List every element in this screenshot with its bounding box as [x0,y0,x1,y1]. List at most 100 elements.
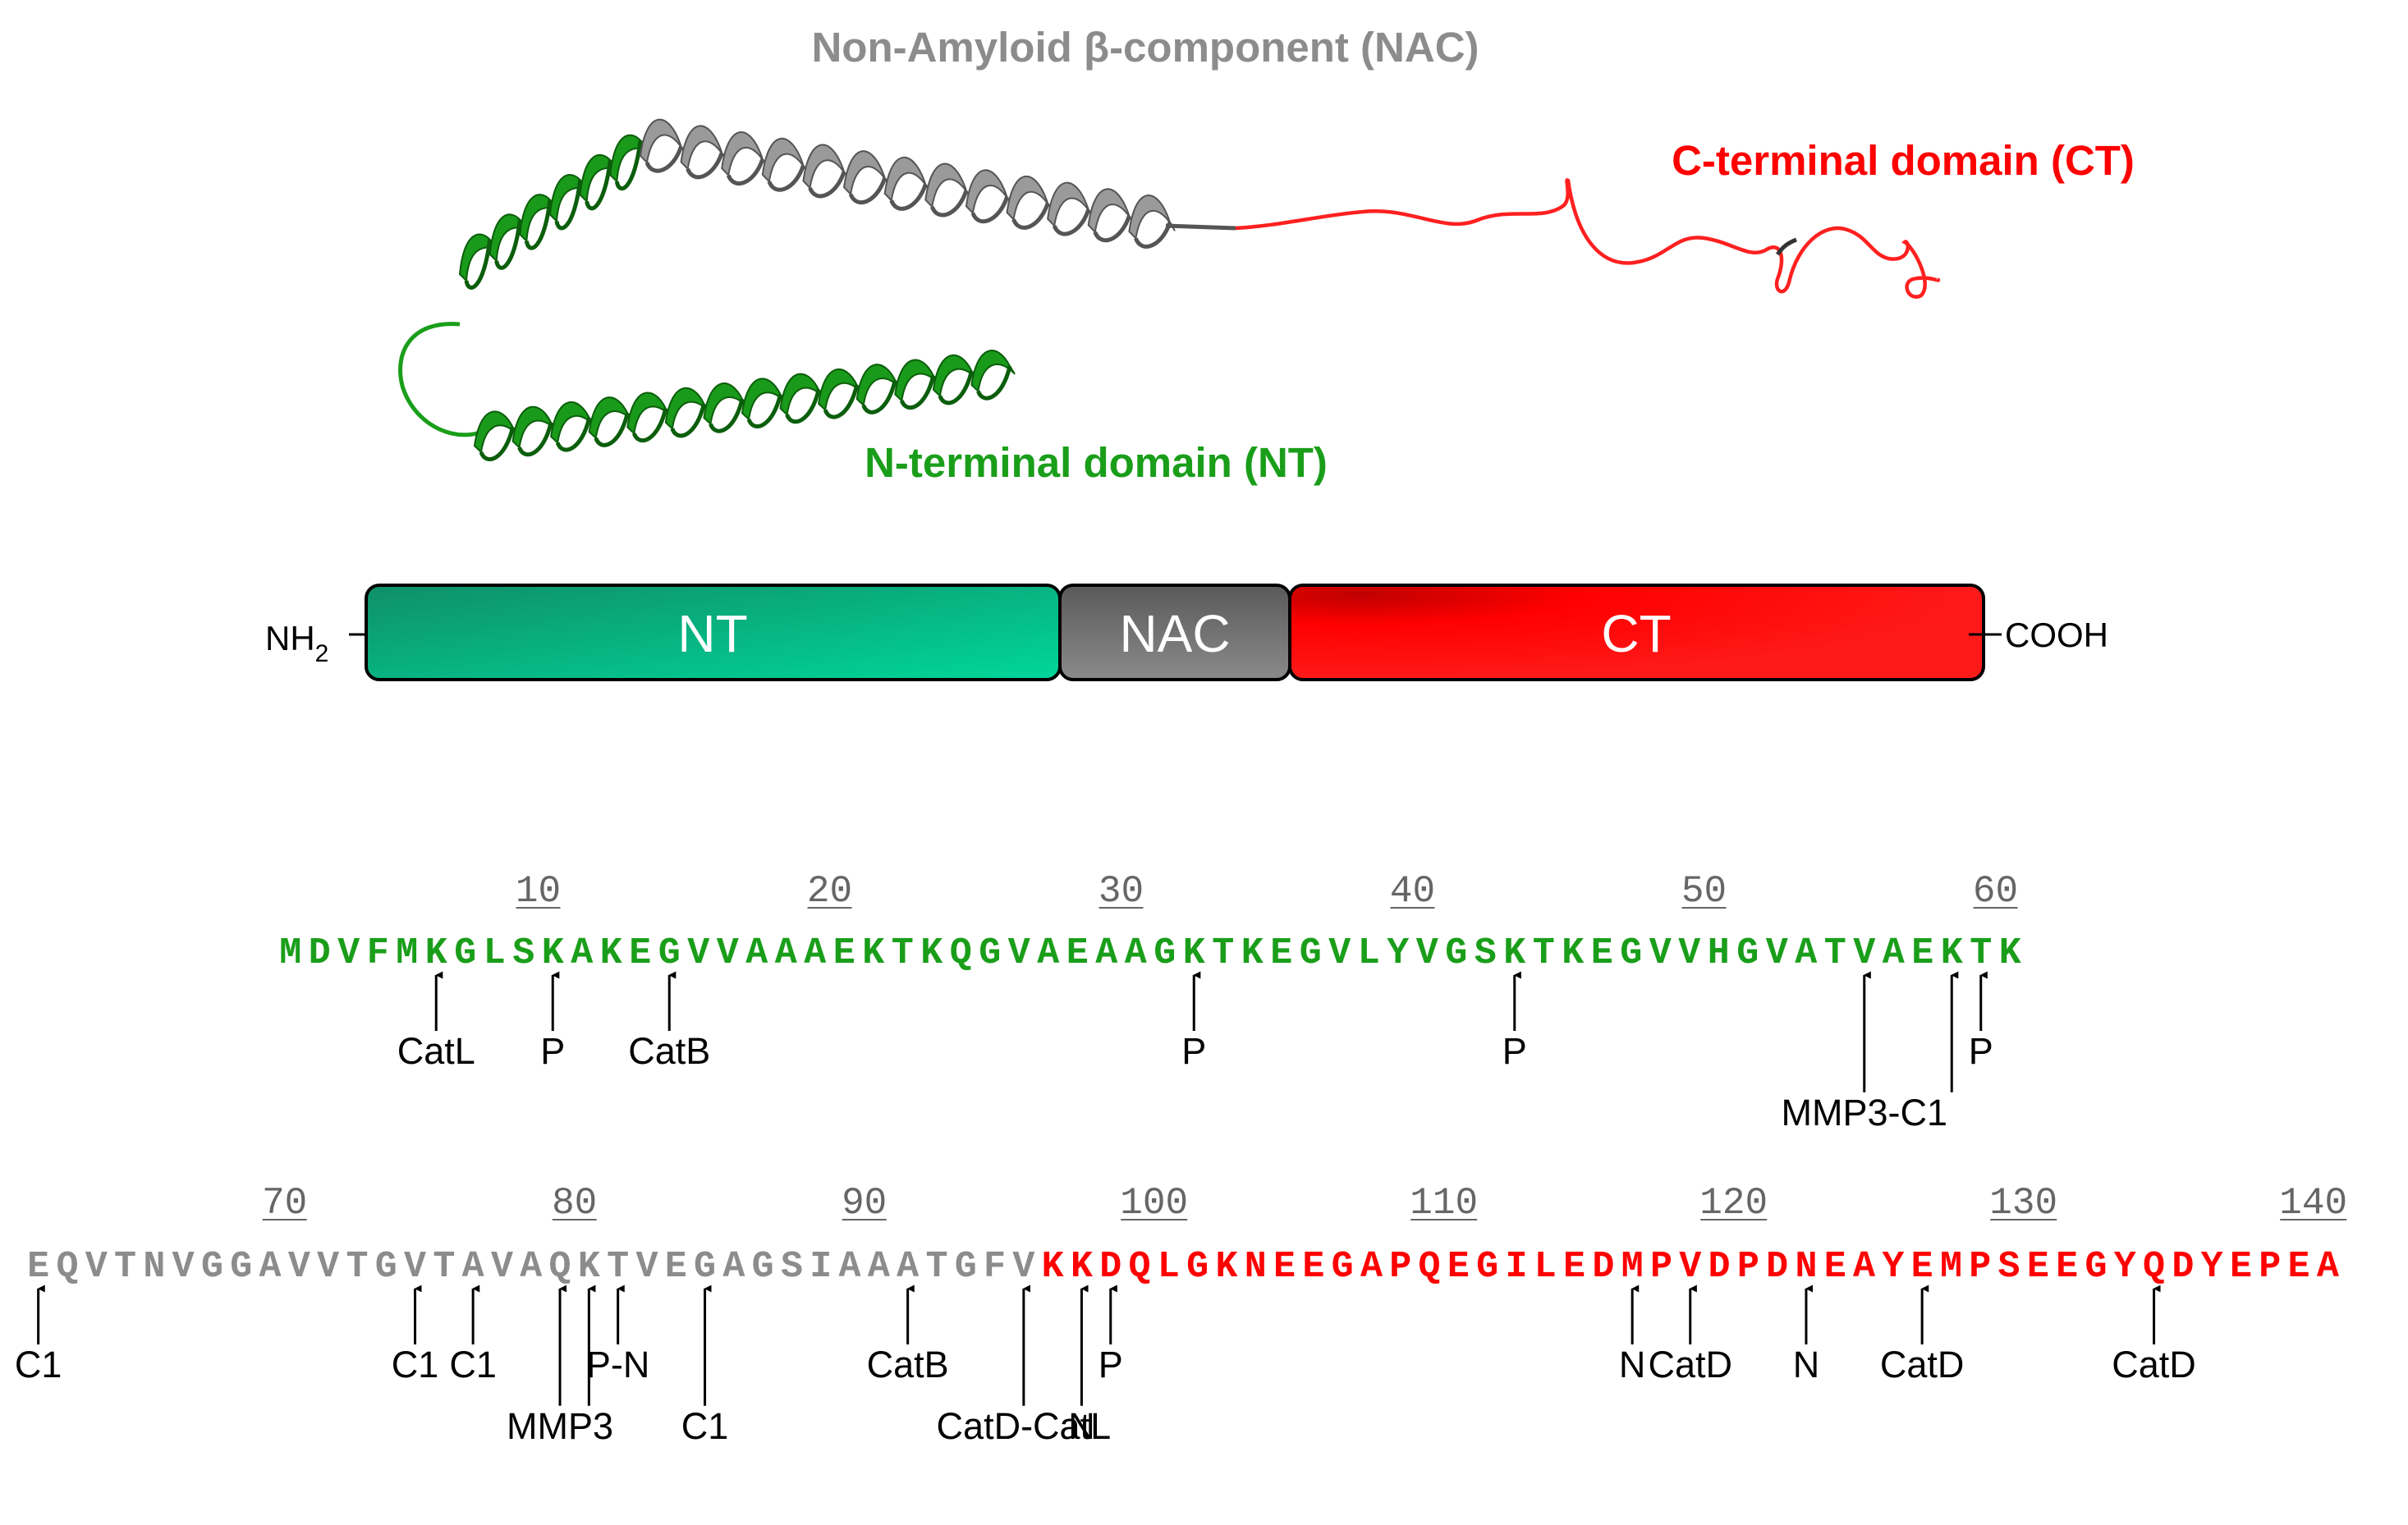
cleavage-label: C1 [449,1344,497,1385]
residue-letter: H [1708,932,1730,974]
residue-letter: T [114,1246,136,1288]
cleavage-label: MMP3-C1 [1781,1092,1947,1133]
residue-letter: V [1853,932,1875,974]
residue-letter: G [1332,1246,1354,1288]
residue-letter: D [1099,1246,1121,1288]
nac-domain-label: Non-Amyloid β-component (NAC) [811,24,1479,71]
residue-letter: T [607,1246,629,1288]
cleavage-label: N [1068,1405,1095,1447]
nac-segment-label: NAC [1119,604,1230,663]
helix-back-segment [555,417,592,452]
cleavage-label: P [1181,1030,1206,1072]
residue-letter: A [839,1246,861,1288]
helix-back-segment [524,199,553,250]
helix-back-segment [709,398,745,433]
cleavage-label: P [540,1030,565,1072]
residue-letter: G [1154,932,1176,974]
residue-letter: V [1012,1246,1034,1288]
residue-letter: D [1709,1246,1731,1288]
residue-letter: F [984,1246,1006,1288]
residue-letter: V [337,932,360,974]
residue-letter: A [259,1246,282,1288]
residue-letter: G [201,1246,223,1288]
residue-letter: G [1476,1246,1498,1288]
residue-letter: T [1824,932,1846,974]
helix-back-segment [848,177,888,205]
residue-letter: K [1071,1246,1093,1288]
residue-letter: E [1302,1246,1324,1288]
helix-back-segment [976,365,1012,401]
residue-letter: L [1358,932,1380,974]
residue-letter: V [1679,1246,1701,1288]
residue-letter: I [1505,1246,1527,1288]
residue-letter: E [1563,1246,1585,1288]
residue-letter: Y [1387,932,1409,974]
residue-letter: P [1389,1246,1411,1288]
residue-letter: Y [2201,1246,2223,1288]
nh2-terminus-label: NH2 [265,619,328,667]
helix-back-segment [785,389,821,424]
residue-letter: E [1591,932,1613,974]
residue-number: 130 [1989,1182,2057,1225]
cleavage-label: C1 [15,1344,62,1385]
residue-letter: V [404,1246,426,1288]
helix-back-segment [1093,215,1131,243]
residue-letter: D [1592,1246,1614,1288]
residue-letter: V [317,1246,339,1288]
residue-letter: T [346,1246,368,1288]
residue-letter: E [1447,1246,1470,1288]
residue-letter: V [172,1246,195,1288]
residue-number: 40 [1390,870,1435,913]
residue-number: 20 [807,870,852,913]
residue-letter: Q [1419,1246,1441,1288]
cleavage-label: C1 [681,1405,729,1447]
residue-letter: A [1037,932,1059,974]
residue-letter: V [635,1246,658,1288]
residue-number: 10 [516,870,561,913]
helix-back-segment [494,219,522,270]
residue-letter: D [1766,1246,1788,1288]
residue-letter: A [775,932,797,974]
residue-letter: M [279,932,301,974]
residue-letter: L [1534,1246,1557,1288]
helix-back-segment [861,379,897,414]
helix-back-segment [929,190,969,218]
nac-helix [639,118,1176,249]
ct-segment [1288,584,1985,681]
residue-letter: T [1970,932,1992,974]
residue-letter: E [2056,1246,2078,1288]
residue-letter: K [1999,932,2021,974]
nt-helix-upper [458,134,647,290]
residue-letter: T [433,1246,455,1288]
residue-letter: M [1940,1246,1962,1288]
cleavage-label: P [1099,1344,1123,1385]
residue-number: 50 [1681,870,1727,913]
residue-letter: A [804,932,826,974]
residue-letter: A [520,1246,542,1288]
residue-letter: D [309,932,331,974]
residue-letter: E [1911,932,1933,974]
residue-letter: P [1737,1246,1759,1288]
residue-letter: G [752,1246,774,1288]
residue-letter: G [658,932,681,974]
residue-letter: G [230,1246,252,1288]
residue-letter: N [1245,1246,1267,1288]
residue-letter: T [892,932,914,974]
helix-back-segment [746,393,783,428]
helix-back-segment [686,152,724,180]
nt-helix-lower [473,350,1016,461]
helix-back-segment [1011,202,1050,230]
residue-letter: A [1853,1246,1875,1288]
residue-letter: A [868,1246,890,1288]
residue-letter: A [571,932,593,974]
nt-domain-label: N-terminal domain (NT) [865,439,1328,486]
residue-letter: L [484,932,506,974]
residue-letter: V [288,1246,310,1288]
helix-back-segment [594,412,630,447]
residue-letter: P [1650,1246,1672,1288]
helix-back-segment [464,239,493,290]
residue-letter: Q [1129,1246,1151,1288]
residue-letter: Y [2114,1246,2136,1288]
helix-back-segment [585,159,612,211]
